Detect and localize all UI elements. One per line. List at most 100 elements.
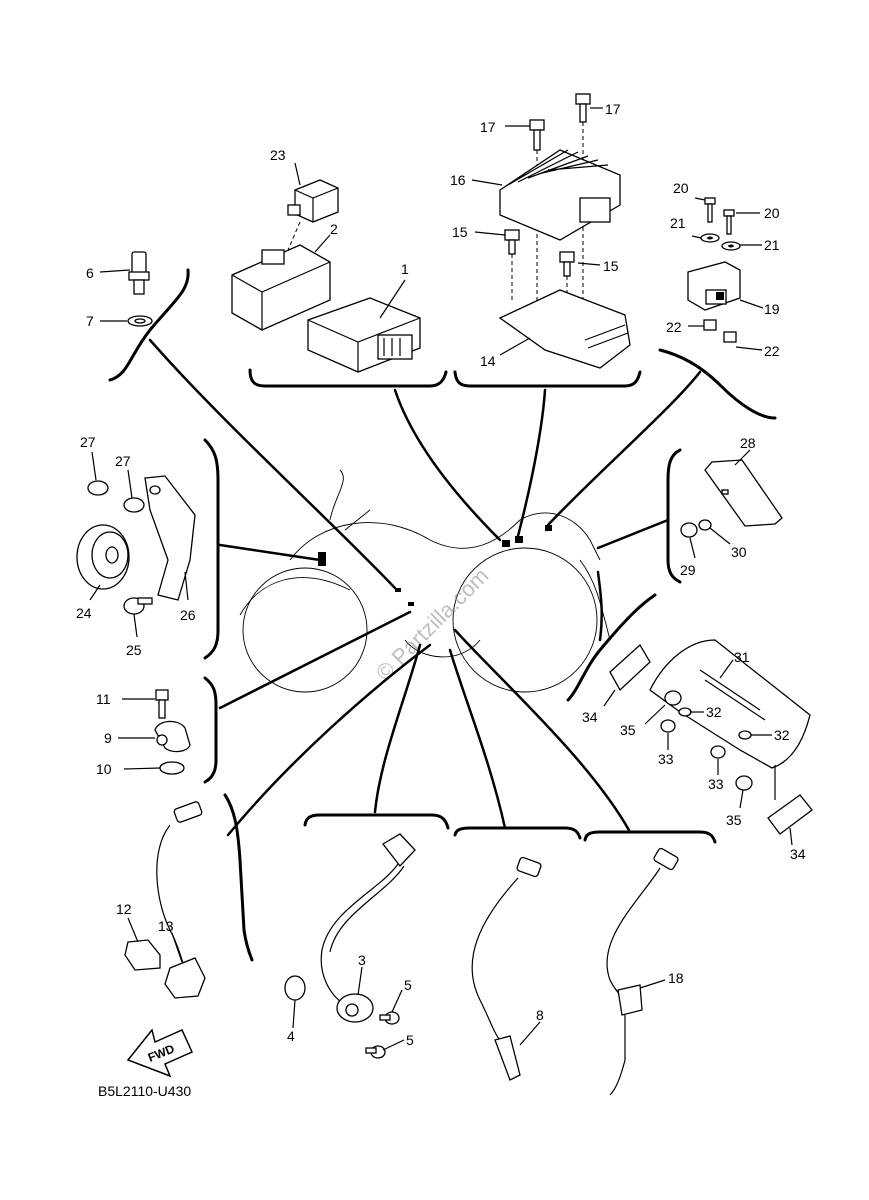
- part-16-regulator[interactable]: [499, 149, 621, 241]
- callout-16[interactable]: 16: [450, 172, 466, 188]
- callout-31[interactable]: 31: [734, 649, 750, 665]
- part-7-washer[interactable]: [127, 315, 153, 327]
- callout-22b[interactable]: 22: [764, 343, 780, 359]
- part-22-nut[interactable]: [703, 319, 717, 331]
- callout-2[interactable]: 2: [330, 221, 338, 237]
- part-10-o-ring[interactable]: [159, 761, 185, 775]
- callout-15a[interactable]: 15: [452, 224, 468, 240]
- callout-34b[interactable]: 34: [790, 846, 806, 862]
- callout-17a[interactable]: 17: [480, 119, 496, 135]
- part-20-screw[interactable]: [723, 209, 735, 235]
- callout-14[interactable]: 14: [480, 353, 496, 369]
- callout-22a[interactable]: 22: [666, 319, 682, 335]
- part-14-bracket[interactable]: [498, 289, 631, 369]
- part-1-ecu[interactable]: [307, 297, 421, 373]
- callout-12[interactable]: 12: [116, 901, 132, 917]
- callout-17b[interactable]: 17: [605, 101, 621, 117]
- part-19-unit[interactable]: [687, 261, 741, 311]
- part-11-bolt[interactable]: [155, 689, 169, 719]
- callout-19[interactable]: 19: [764, 301, 780, 317]
- callout-27a[interactable]: 27: [80, 434, 96, 450]
- callout-20a[interactable]: 20: [673, 180, 689, 196]
- callout-28[interactable]: 28: [740, 435, 756, 451]
- callout-27b[interactable]: 27: [115, 453, 131, 469]
- part-23-relay[interactable]: [287, 179, 339, 223]
- part-34-reflector[interactable]: [609, 643, 651, 692]
- callout-33a[interactable]: 33: [658, 751, 674, 767]
- callout-20b[interactable]: 20: [764, 205, 780, 221]
- part-29-nut[interactable]: [680, 522, 698, 538]
- callout-5b[interactable]: 5: [406, 1032, 414, 1048]
- callout-30[interactable]: 30: [731, 544, 747, 560]
- callout-10[interactable]: 10: [96, 761, 112, 777]
- callout-4[interactable]: 4: [287, 1028, 295, 1044]
- part-4-o-ring[interactable]: [284, 975, 306, 1001]
- callout-9[interactable]: 9: [104, 730, 112, 746]
- callout-labels: 1 2 3 4 5 5 6 7 8 9 10 11 12 13 14 15 15: [76, 101, 806, 1051]
- callout-3[interactable]: 3: [358, 952, 366, 968]
- fwd-arrow-icon: FWD: [126, 1028, 193, 1078]
- part-15-bolt[interactable]: [504, 229, 520, 255]
- part-13-sensor-lead[interactable]: [156, 801, 203, 971]
- part-32-washer[interactable]: [678, 707, 692, 717]
- part-20-screw[interactable]: [704, 197, 716, 223]
- part-17-bolt[interactable]: [529, 119, 545, 151]
- part-34-reflector[interactable]: [767, 794, 813, 835]
- leader-lines: [148, 338, 702, 837]
- callout-23[interactable]: 23: [270, 147, 286, 163]
- part-24-horn[interactable]: [76, 524, 130, 590]
- part-3-sensor[interactable]: [336, 993, 374, 1023]
- callout-21b[interactable]: 21: [764, 237, 780, 253]
- callout-15b[interactable]: 15: [603, 258, 619, 274]
- part-25-bolt[interactable]: [123, 597, 153, 615]
- callout-13[interactable]: 13: [158, 918, 174, 934]
- part-21-washer[interactable]: [700, 233, 720, 243]
- callout-26[interactable]: 26: [180, 607, 196, 623]
- motorcycle-silhouette: [239, 469, 611, 693]
- diagram-code: B5L2110-U430: [98, 1083, 191, 1099]
- callout-32b[interactable]: 32: [774, 727, 790, 743]
- callout-35b[interactable]: 35: [726, 812, 742, 828]
- part-5-bolt[interactable]: [379, 1011, 400, 1025]
- part-35-nut[interactable]: [664, 690, 682, 706]
- part-31-bracket[interactable]: [649, 639, 811, 769]
- callout-29[interactable]: 29: [680, 562, 696, 578]
- callout-33b[interactable]: 33: [708, 776, 724, 792]
- part-2-box[interactable]: [231, 244, 331, 331]
- part-33-nut[interactable]: [660, 719, 676, 733]
- callout-35a[interactable]: 35: [620, 722, 636, 738]
- callout-7[interactable]: 7: [86, 313, 94, 329]
- callout-18[interactable]: 18: [668, 970, 684, 986]
- part-15-bolt[interactable]: [559, 251, 575, 277]
- group-brackets: [108, 268, 777, 962]
- callout-24[interactable]: 24: [76, 605, 92, 621]
- part-9-sensor[interactable]: [154, 720, 191, 753]
- callout-8[interactable]: 8: [536, 1007, 544, 1023]
- part-26-bracket[interactable]: [144, 475, 196, 601]
- callout-11[interactable]: 11: [96, 691, 111, 707]
- part-27-bolt[interactable]: [123, 497, 145, 513]
- part-22-nut[interactable]: [723, 331, 737, 343]
- callout-25[interactable]: 25: [126, 642, 142, 658]
- part-6-sensor[interactable]: [128, 251, 150, 295]
- part-8-sensor[interactable]: [471, 856, 542, 1081]
- part-30-washer[interactable]: [698, 519, 712, 531]
- part-5-bolt[interactable]: [365, 1045, 386, 1059]
- part-28-reflector[interactable]: [704, 459, 783, 527]
- part-21-washer[interactable]: [721, 241, 741, 251]
- part-3-sensor-lead[interactable]: [320, 833, 416, 1006]
- part-17-bolt[interactable]: [575, 93, 591, 123]
- callout-21a[interactable]: 21: [670, 215, 686, 231]
- callout-6[interactable]: 6: [86, 265, 94, 281]
- part-35-nut[interactable]: [735, 775, 753, 791]
- callout-5a[interactable]: 5: [404, 977, 412, 993]
- part-13-sensor[interactable]: [164, 957, 206, 999]
- part-27-bolt[interactable]: [87, 480, 109, 496]
- part-18-sensor[interactable]: [606, 847, 679, 1096]
- callout-1[interactable]: 1: [401, 261, 409, 277]
- callout-32a[interactable]: 32: [706, 704, 722, 720]
- callout-34a[interactable]: 34: [582, 709, 598, 725]
- part-33-nut[interactable]: [710, 745, 726, 759]
- part-32-washer[interactable]: [738, 730, 752, 740]
- part-12-switch[interactable]: [124, 939, 161, 971]
